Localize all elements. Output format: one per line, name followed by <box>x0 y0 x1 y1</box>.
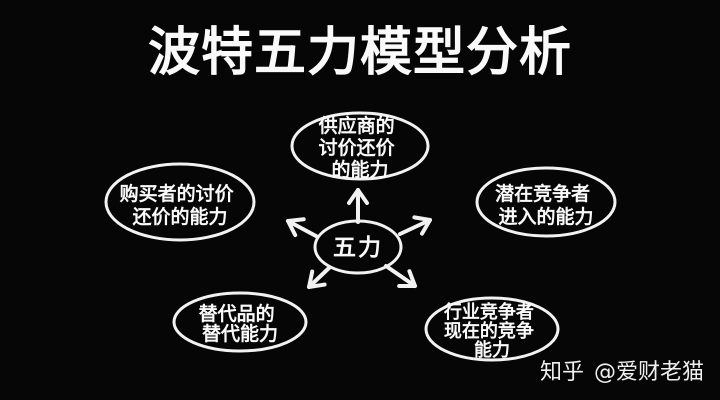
node-buyer-ellipse <box>104 162 256 242</box>
node-substitutes-ellipse <box>172 291 308 353</box>
node-substitutes-label: 替代品的 替代能力 <box>199 302 282 345</box>
node-supplier-label: 供应商的 讨价还价 的能力 <box>318 114 402 181</box>
node-industry-competitors-label: 行业竞争者 现在的竞争 能力 <box>443 301 540 361</box>
watermark-brand: 知乎 <box>539 360 584 385</box>
node-buyer-label: 购买者的讨价 还价的能力 <box>120 182 241 228</box>
node-potential-entrants-label: 潜在竞争者 进入的能力 <box>495 182 597 228</box>
arrow-to-industry-competitors <box>384 264 417 289</box>
watermark-author: @爱财老猫 <box>593 360 704 385</box>
page-title: 波特五力模型分析 <box>147 23 572 83</box>
node-industry-competitors-ellipse <box>424 296 560 362</box>
node-supplier-ellipse <box>290 111 430 181</box>
center-node-label: 五力 <box>333 235 383 261</box>
arrow-to-substitutes <box>307 266 331 289</box>
watermark: 知乎 @爱财老猫 <box>540 354 704 386</box>
node-potential-entrants-ellipse <box>475 166 617 238</box>
arrow-to-buyer <box>286 217 318 238</box>
arrow-to-potential-entrants <box>398 215 432 236</box>
